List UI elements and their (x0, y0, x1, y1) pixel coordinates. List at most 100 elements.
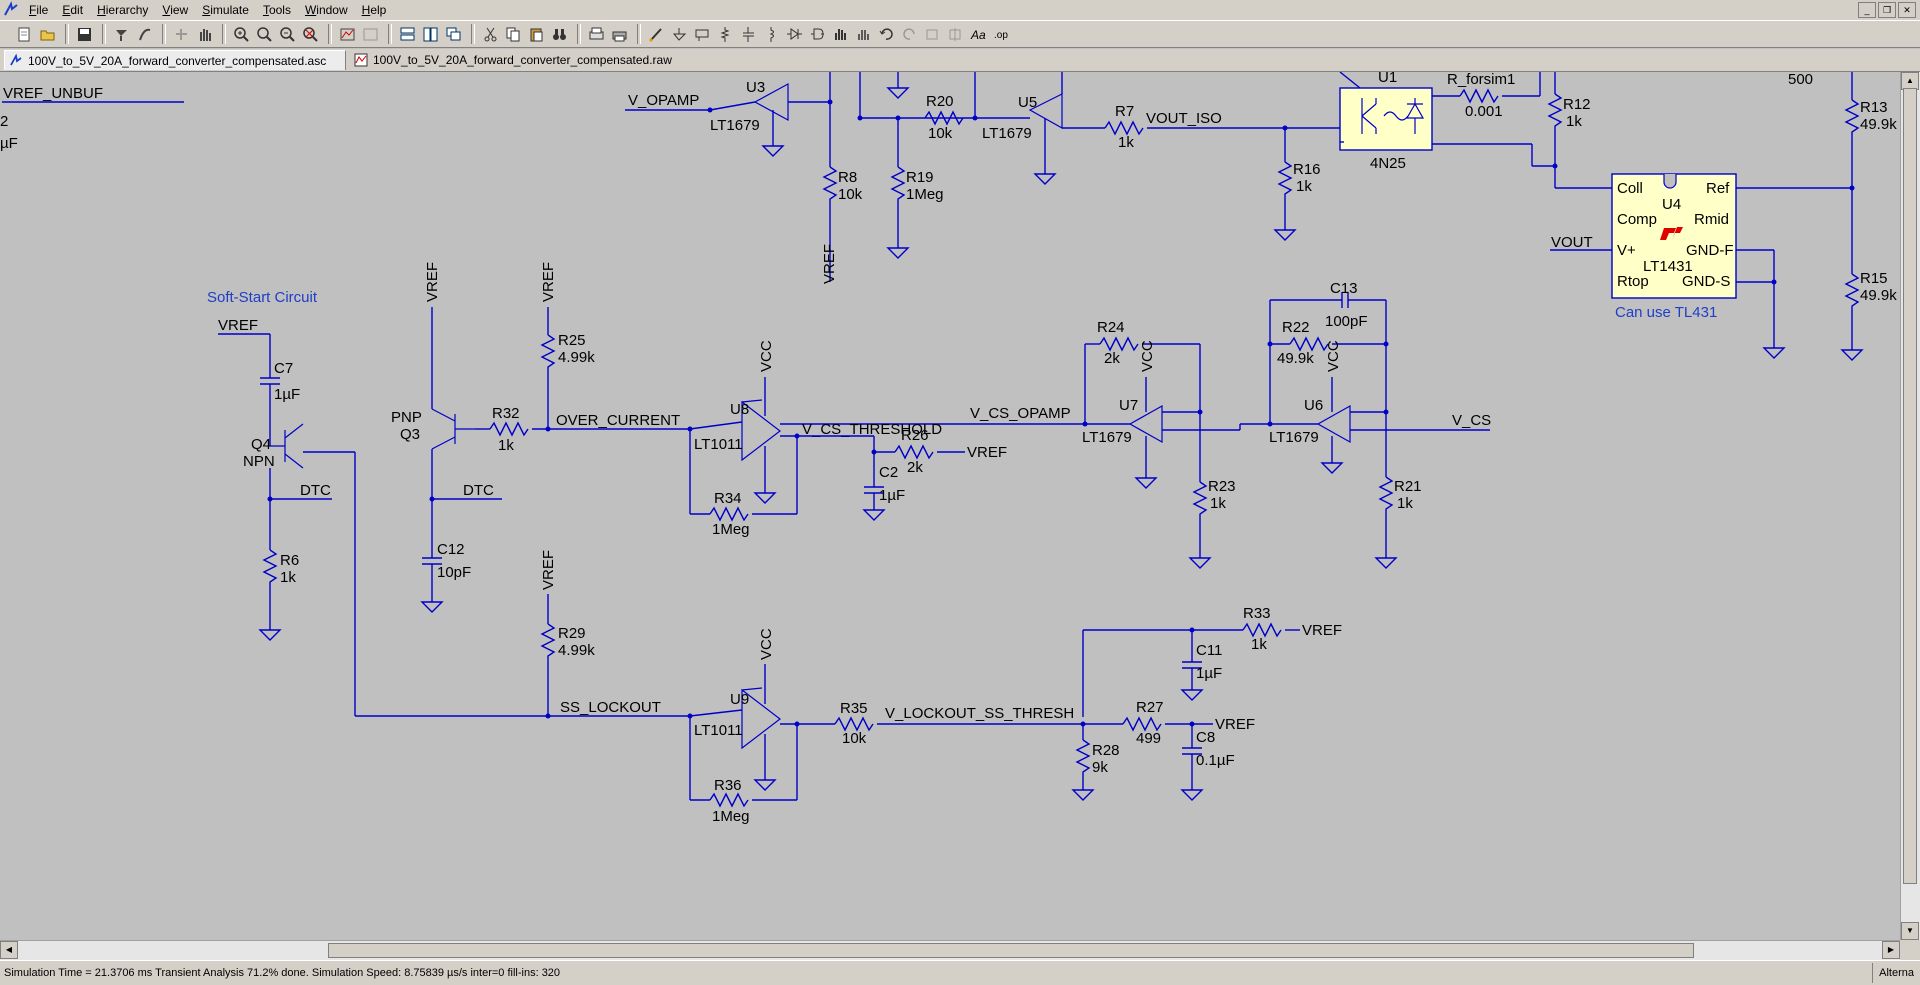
control-panel-icon[interactable] (111, 24, 132, 45)
horizontal-scroll-thumb[interactable] (328, 943, 1694, 958)
menu-tools[interactable]: Tools (262, 3, 291, 17)
u4-pin-gnds: GND-S (1682, 273, 1730, 290)
edit-grid-icon[interactable] (360, 24, 381, 45)
pan-hand-icon[interactable] (194, 24, 215, 45)
r-forsim1-value: 0.001 (1465, 103, 1503, 120)
u4-lt1431[interactable] (1611, 173, 1737, 299)
c12-label: C12 (437, 541, 465, 558)
r34-label: R34 (714, 490, 742, 507)
q4-npn[interactable] (270, 423, 304, 469)
menu-help[interactable]: Help (361, 3, 387, 17)
draw-wire-icon[interactable] (646, 24, 667, 45)
net-dtc-q3: DTC (463, 482, 494, 499)
r35-label: R35 (840, 700, 868, 717)
zoom-area-icon[interactable] (254, 24, 275, 45)
r-forsim1-label: R_forsim1 (1447, 72, 1515, 88)
component-icon[interactable] (807, 24, 828, 45)
schematic-drawing[interactable]: VREF_UNBUF 2 µF V_OPAMP U3 LT1679 R8 10k… (0, 72, 1900, 940)
c2-value: 1µF (879, 487, 905, 504)
undo-icon[interactable] (876, 24, 897, 45)
u4-label: U4 (1662, 196, 1681, 213)
c11-value: 1µF (1196, 665, 1222, 682)
drag-hand-icon[interactable] (853, 24, 874, 45)
u7-opamp[interactable] (1128, 404, 1163, 444)
paste-icon[interactable] (526, 24, 547, 45)
redo-icon[interactable] (899, 24, 920, 45)
net-v-lockout-ss-thresh: V_LOCKOUT_SS_THRESH (885, 705, 1074, 722)
label-net-icon[interactable] (692, 24, 713, 45)
u9-comparator[interactable] (741, 687, 781, 750)
vertical-scroll-thumb[interactable] (1903, 88, 1917, 884)
cascade-icon[interactable] (443, 24, 464, 45)
status-bar: Simulation Time = 21.3706 ms Transient A… (0, 960, 1920, 985)
new-schematic-icon[interactable] (14, 24, 35, 45)
u8-comparator[interactable] (741, 399, 781, 462)
menu-hierarchy[interactable]: Hierarchy (97, 3, 149, 17)
horizontal-scrollbar[interactable]: ◀ ▶ (0, 940, 1900, 960)
menu-window[interactable]: Window (304, 3, 348, 17)
u5-opamp[interactable] (1028, 93, 1063, 130)
net-over-current: OVER_CURRENT (556, 412, 680, 429)
scroll-down-icon[interactable]: ▼ (1901, 922, 1919, 940)
text-icon[interactable]: Aa (968, 24, 989, 45)
zoom-fit-icon[interactable] (300, 24, 321, 45)
net-vcc-u6: VCC (1325, 340, 1342, 372)
diode-icon[interactable] (784, 24, 805, 45)
ltspice-app-icon[interactable] (2, 1, 20, 19)
net-vcc-u9: VCC (758, 628, 775, 660)
u5-model: LT1679 (982, 125, 1032, 142)
tab-schematic[interactable]: 100V_to_5V_20A_forward_converter_compens… (4, 50, 346, 70)
cut-icon[interactable] (480, 24, 501, 45)
autorange-icon[interactable] (337, 24, 358, 45)
r36-value: 1Meg (712, 808, 750, 825)
close-icon[interactable]: ✕ (1898, 2, 1916, 18)
capacitor-icon[interactable] (738, 24, 759, 45)
tile-horizontal-icon[interactable] (397, 24, 418, 45)
u6-opamp[interactable] (1316, 404, 1351, 444)
scroll-right-icon[interactable]: ▶ (1882, 941, 1900, 959)
u3-model: LT1679 (710, 117, 760, 134)
c12-value: 10pF (437, 564, 471, 581)
u1-label: U1 (1378, 72, 1397, 86)
save-icon[interactable] (74, 24, 95, 45)
window-controls: _ ❐ ✕ (1858, 2, 1916, 18)
spice-directive-icon[interactable]: .op (991, 24, 1012, 45)
c13-label: C13 (1330, 280, 1358, 297)
tab-waveform[interactable]: 100V_to_5V_20A_forward_converter_compens… (350, 50, 692, 70)
minimize-icon[interactable]: _ (1858, 2, 1876, 18)
rotate-icon[interactable] (922, 24, 943, 45)
tile-vertical-icon[interactable] (420, 24, 441, 45)
move-hand-icon[interactable] (830, 24, 851, 45)
find-binoculars-icon[interactable] (549, 24, 570, 45)
zoom-out-icon[interactable] (277, 24, 298, 45)
inductor-icon[interactable] (761, 24, 782, 45)
copy-icon[interactable] (503, 24, 524, 45)
scroll-left-icon[interactable]: ◀ (0, 941, 18, 959)
schematic-canvas[interactable]: VREF_UNBUF 2 µF V_OPAMP U3 LT1679 R8 10k… (0, 72, 1900, 940)
menu-view[interactable]: View (162, 3, 189, 17)
run-icon[interactable] (134, 24, 155, 45)
resistor-icon[interactable] (715, 24, 736, 45)
net-vref-r33: VREF (1302, 622, 1342, 639)
q3-type: PNP (391, 409, 422, 426)
menu-bar: File Edit Hierarchy View Simulate Tools … (0, 0, 393, 20)
net-v-cs-threshold: V_CS_THRESHOLD (802, 421, 942, 438)
print-preview-icon[interactable] (586, 24, 607, 45)
zoom-in-icon[interactable] (231, 24, 252, 45)
u4-pin-coll: Coll (1617, 180, 1643, 197)
halt-icon[interactable] (171, 24, 192, 45)
r23-label: R23 (1208, 478, 1236, 495)
u4-pin-comp: Comp (1617, 211, 1657, 228)
u4-pin-ref: Ref (1706, 180, 1730, 197)
ground-icon[interactable] (669, 24, 690, 45)
q3-pnp[interactable] (431, 408, 475, 450)
open-folder-icon[interactable] (37, 24, 58, 45)
u1-optocoupler[interactable] (1339, 87, 1433, 151)
vertical-scrollbar[interactable]: ▲ ▼ (1900, 72, 1920, 940)
print-icon[interactable] (609, 24, 630, 45)
restore-icon[interactable]: ❐ (1878, 2, 1896, 18)
menu-simulate[interactable]: Simulate (202, 3, 249, 17)
menu-edit[interactable]: Edit (62, 3, 84, 17)
mirror-icon[interactable] (945, 24, 966, 45)
menu-file[interactable]: File (29, 3, 49, 17)
